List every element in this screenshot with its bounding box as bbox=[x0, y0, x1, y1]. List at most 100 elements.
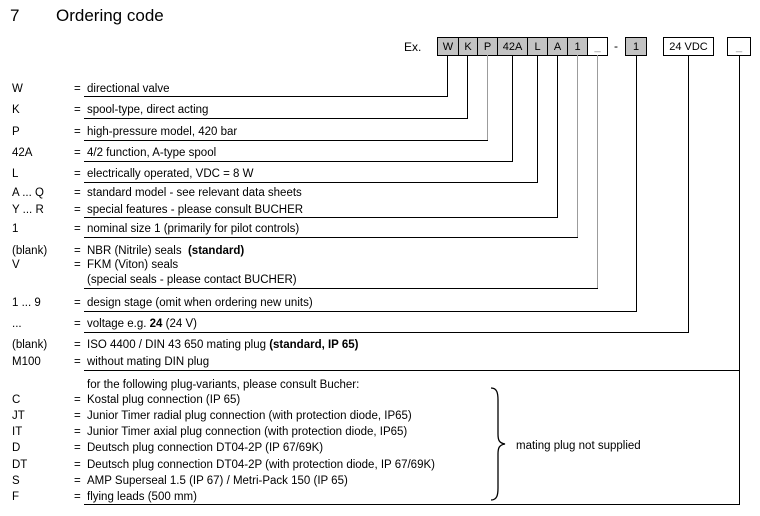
row-description: ISO 4400 / DIN 43 650 mating plug (stand… bbox=[87, 339, 358, 352]
row-description-bold: (standard, IP 65) bbox=[269, 339, 359, 351]
row-description: Junior Timer radial plug connection (wit… bbox=[87, 410, 412, 423]
code-cell-P: P bbox=[478, 38, 498, 55]
row-description: nominal size 1 (primarily for pilot cont… bbox=[87, 223, 299, 236]
row-symbol: K bbox=[12, 104, 20, 116]
code-cell-label: _ bbox=[594, 40, 601, 53]
row-description: 4/2 function, A-type spool bbox=[87, 147, 216, 160]
row-description-text: Junior Timer radial plug connection (wit… bbox=[87, 410, 412, 422]
row-description-text: FKM (Viton) seals bbox=[87, 259, 179, 271]
brace-note: mating plug not supplied bbox=[516, 440, 641, 452]
row-description-bold: 24 bbox=[149, 318, 163, 330]
section-number: 7 bbox=[10, 6, 20, 25]
row-symbol: ... bbox=[12, 318, 22, 330]
row-description: Deutsch plug connection DT04-2P (IP 67/6… bbox=[87, 442, 323, 455]
connector-line-vertical bbox=[597, 55, 598, 289]
row-description: design stage (omit when ordering new uni… bbox=[87, 297, 313, 310]
row-description: electrically operated, VDC = 8 W bbox=[87, 168, 254, 181]
code-cell-label: P bbox=[483, 40, 492, 53]
row-equals: = bbox=[74, 394, 81, 406]
row-symbol: 1 bbox=[12, 223, 19, 235]
row-symbol: Y ... R bbox=[12, 204, 44, 216]
row-symbol: F bbox=[12, 491, 20, 503]
row-description-text: flying leads (500 mm) bbox=[87, 491, 197, 503]
row-symbol: S bbox=[12, 475, 20, 487]
row-description-text: (24 V) bbox=[162, 318, 197, 330]
row-symbol: (blank) bbox=[12, 245, 48, 257]
code-cell-label: 42A bbox=[502, 40, 523, 53]
row-description-text: for the following plug-variants, please … bbox=[87, 379, 360, 391]
row-description: flying leads (500 mm) bbox=[87, 491, 197, 504]
row-equals: = bbox=[74, 187, 81, 199]
row-description-text: 4/2 function, A-type spool bbox=[87, 147, 217, 159]
row-description: Junior Timer axial plug connection (with… bbox=[87, 426, 407, 439]
row-equals: = bbox=[74, 491, 81, 503]
row-description: standard model - see relevant data sheet… bbox=[87, 187, 302, 200]
code-cell-1: 1 bbox=[568, 38, 588, 55]
row-description-bold: (standard) bbox=[187, 245, 245, 257]
row-description-text: Deutsch plug connection DT04-2P (with pr… bbox=[87, 459, 435, 471]
connector-line-horizontal bbox=[84, 504, 740, 505]
row-description-text: high-pressure model, 420 bar bbox=[87, 126, 238, 138]
row-equals: = bbox=[74, 204, 81, 216]
row-equals: = bbox=[74, 475, 81, 487]
row-description-text: standard model - see relevant data sheet… bbox=[87, 187, 302, 199]
row-symbol: (blank) bbox=[12, 339, 48, 351]
row-symbol: W bbox=[12, 83, 23, 95]
code-cell-label: 1 bbox=[574, 40, 581, 53]
connector-line-horizontal bbox=[84, 332, 689, 333]
connector-line-vertical bbox=[512, 55, 513, 162]
code-box-label: _ bbox=[735, 40, 743, 53]
code-cell-A: A bbox=[548, 38, 568, 55]
connector-line-vertical bbox=[557, 55, 558, 218]
connector-line-vertical bbox=[636, 55, 637, 312]
code-box-24-VDC: 24 VDC bbox=[663, 37, 714, 56]
row-description-text: spool-type, direct acting bbox=[87, 104, 209, 116]
code-cell-label: K bbox=[464, 40, 472, 53]
row-symbol: P bbox=[12, 126, 20, 138]
row-equals: = bbox=[74, 356, 81, 368]
row-equals: = bbox=[74, 245, 81, 257]
row-description: Deutsch plug connection DT04-2P (with pr… bbox=[87, 459, 435, 472]
row-symbol: 1 ... 9 bbox=[12, 297, 41, 309]
code-box-label: 1 bbox=[632, 40, 640, 53]
brace-icon bbox=[490, 387, 506, 501]
code-cell-label: W bbox=[442, 40, 454, 53]
row-symbol: DT bbox=[12, 459, 28, 471]
row-description-text: Junior Timer axial plug connection (with… bbox=[87, 426, 408, 438]
connector-line-horizontal bbox=[84, 161, 513, 162]
row-equals: = bbox=[74, 259, 81, 271]
row-description: (special seals - please contact BUCHER) bbox=[87, 274, 297, 287]
row-description: Kostal plug connection (IP 65) bbox=[87, 394, 240, 407]
code-box-label: 24 VDC bbox=[669, 40, 708, 53]
row-equals: = bbox=[74, 223, 81, 235]
connector-line-vertical bbox=[688, 55, 689, 333]
connector-line-horizontal bbox=[84, 140, 488, 141]
row-equals: = bbox=[74, 459, 81, 471]
row-description-text: Deutsch plug connection DT04-2P (IP 67/6… bbox=[87, 442, 324, 454]
connector-line-vertical bbox=[739, 55, 740, 505]
connector-line-horizontal bbox=[84, 237, 578, 238]
row-equals: = bbox=[74, 297, 81, 309]
row-equals: = bbox=[74, 410, 81, 422]
connector-line-vertical bbox=[447, 55, 448, 97]
row-description-text: directional valve bbox=[87, 83, 170, 95]
row-equals: = bbox=[74, 83, 81, 95]
row-symbol: JT bbox=[12, 410, 25, 422]
code-cell-_: _ bbox=[588, 38, 607, 55]
row-symbol: V bbox=[12, 259, 20, 271]
connector-line-vertical bbox=[467, 55, 468, 119]
row-description: spool-type, direct acting bbox=[87, 104, 208, 117]
row-description-text: ISO 4400 / DIN 43 650 mating plug bbox=[87, 339, 270, 351]
row-description: AMP Superseal 1.5 (IP 67) / Metri-Pack 1… bbox=[87, 475, 348, 488]
row-description: FKM (Viton) seals bbox=[87, 259, 178, 272]
example-label: Ex. bbox=[404, 40, 422, 54]
code-box-_: _ bbox=[727, 37, 751, 56]
row-equals: = bbox=[74, 442, 81, 454]
row-equals: = bbox=[74, 426, 81, 438]
row-description: for the following plug-variants, please … bbox=[87, 379, 359, 392]
row-description-text: without mating DIN plug bbox=[87, 356, 210, 368]
row-description: special features - please consult BUCHER bbox=[87, 204, 303, 217]
code-box-1: 1 bbox=[625, 37, 647, 56]
